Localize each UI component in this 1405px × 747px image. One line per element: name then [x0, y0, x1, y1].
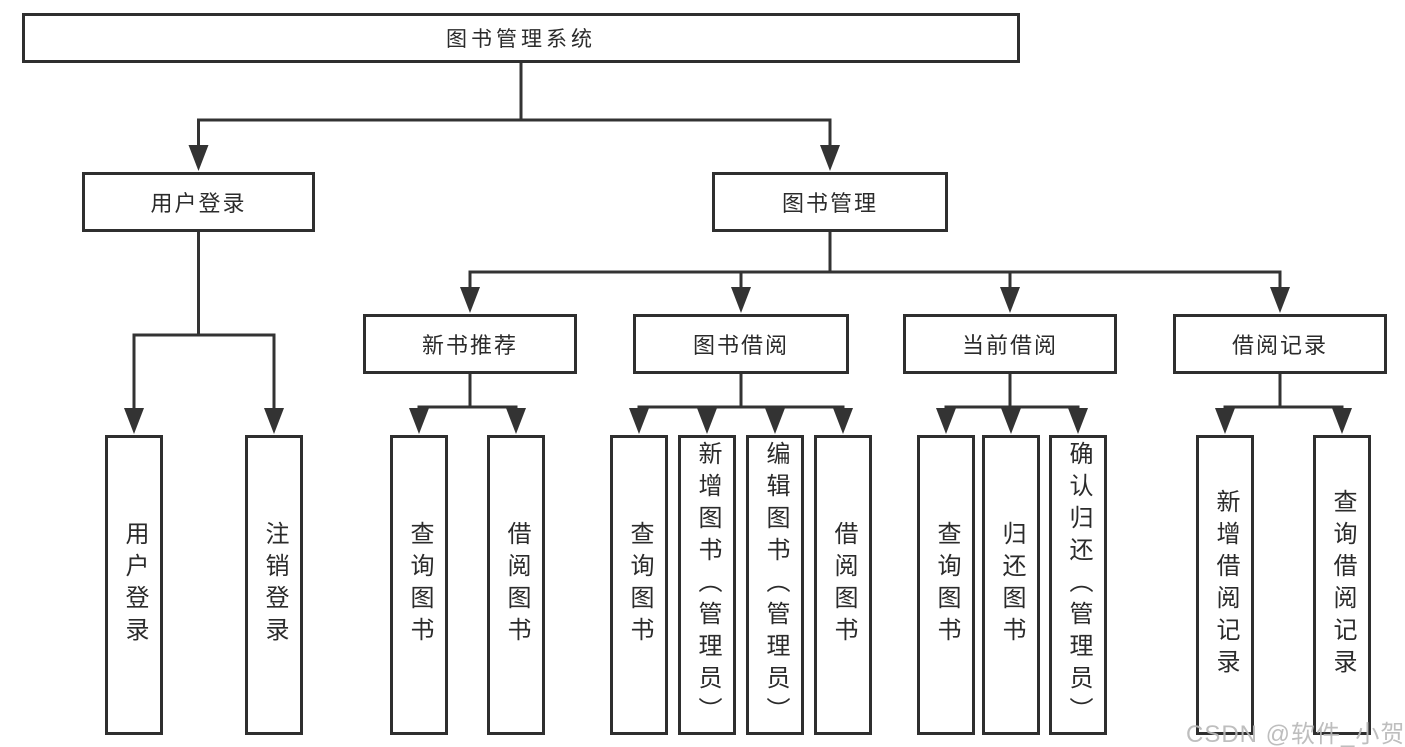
- node-label: 图书管理系统: [446, 28, 596, 51]
- node-leaf-add-borrow-record: 新增借阅记录: [1196, 435, 1254, 735]
- node-current-borrow: 当前借阅: [903, 314, 1117, 374]
- node-label: 查询图书: [933, 521, 960, 649]
- node-label: 查询图书: [406, 521, 433, 649]
- node-label: 新增图书（管理员）: [694, 441, 721, 729]
- node-leaf-confirm-return-admin: 确认归还（管理员）: [1049, 435, 1107, 735]
- node-label: 新增借阅记录: [1212, 489, 1239, 681]
- node-book-management: 图书管理: [712, 172, 948, 232]
- node-label: 用户登录: [121, 521, 148, 649]
- node-label: 当前借阅: [961, 333, 1058, 358]
- node-label: 新书推荐: [421, 333, 518, 358]
- node-leaf-user-login: 用户登录: [105, 435, 163, 735]
- node-book-borrow: 图书借阅: [633, 314, 849, 374]
- node-label: 查询借阅记录: [1329, 489, 1356, 681]
- node-label: 借阅图书: [503, 521, 530, 649]
- node-leaf-query-borrow-record: 查询借阅记录: [1313, 435, 1371, 735]
- node-label: 借阅记录: [1231, 333, 1328, 358]
- csdn-watermark: CSDN @软件_小贺同学: [1186, 721, 1405, 747]
- node-leaf-borrow-books-recommend: 借阅图书: [487, 435, 545, 735]
- node-label: 借阅图书: [830, 521, 857, 649]
- node-label: 注销登录: [261, 521, 288, 649]
- node-label: 编辑图书（管理员）: [762, 441, 789, 729]
- node-leaf-add-book-admin: 新增图书（管理员）: [678, 435, 736, 735]
- node-library-system-root: 图书管理系统: [22, 13, 1020, 63]
- node-leaf-query-books-current: 查询图书: [917, 435, 975, 735]
- node-leaf-logout-login: 注销登录: [245, 435, 303, 735]
- node-leaf-edit-book-admin: 编辑图书（管理员）: [746, 435, 804, 735]
- node-leaf-query-books-borrow: 查询图书: [610, 435, 668, 735]
- node-user-login: 用户登录: [82, 172, 315, 232]
- node-new-book-recommend: 新书推荐: [363, 314, 577, 374]
- node-leaf-query-books-recommend: 查询图书: [390, 435, 448, 735]
- node-label: 确认归还（管理员）: [1065, 441, 1092, 729]
- node-label: 图书管理: [781, 191, 878, 216]
- node-label: 用户登录: [150, 191, 247, 216]
- node-label: 图书借阅: [692, 333, 789, 358]
- node-borrow-records: 借阅记录: [1173, 314, 1387, 374]
- node-leaf-return-books: 归还图书: [982, 435, 1040, 735]
- node-label: 归还图书: [998, 521, 1025, 649]
- node-label: 查询图书: [626, 521, 653, 649]
- node-leaf-borrow-books: 借阅图书: [814, 435, 872, 735]
